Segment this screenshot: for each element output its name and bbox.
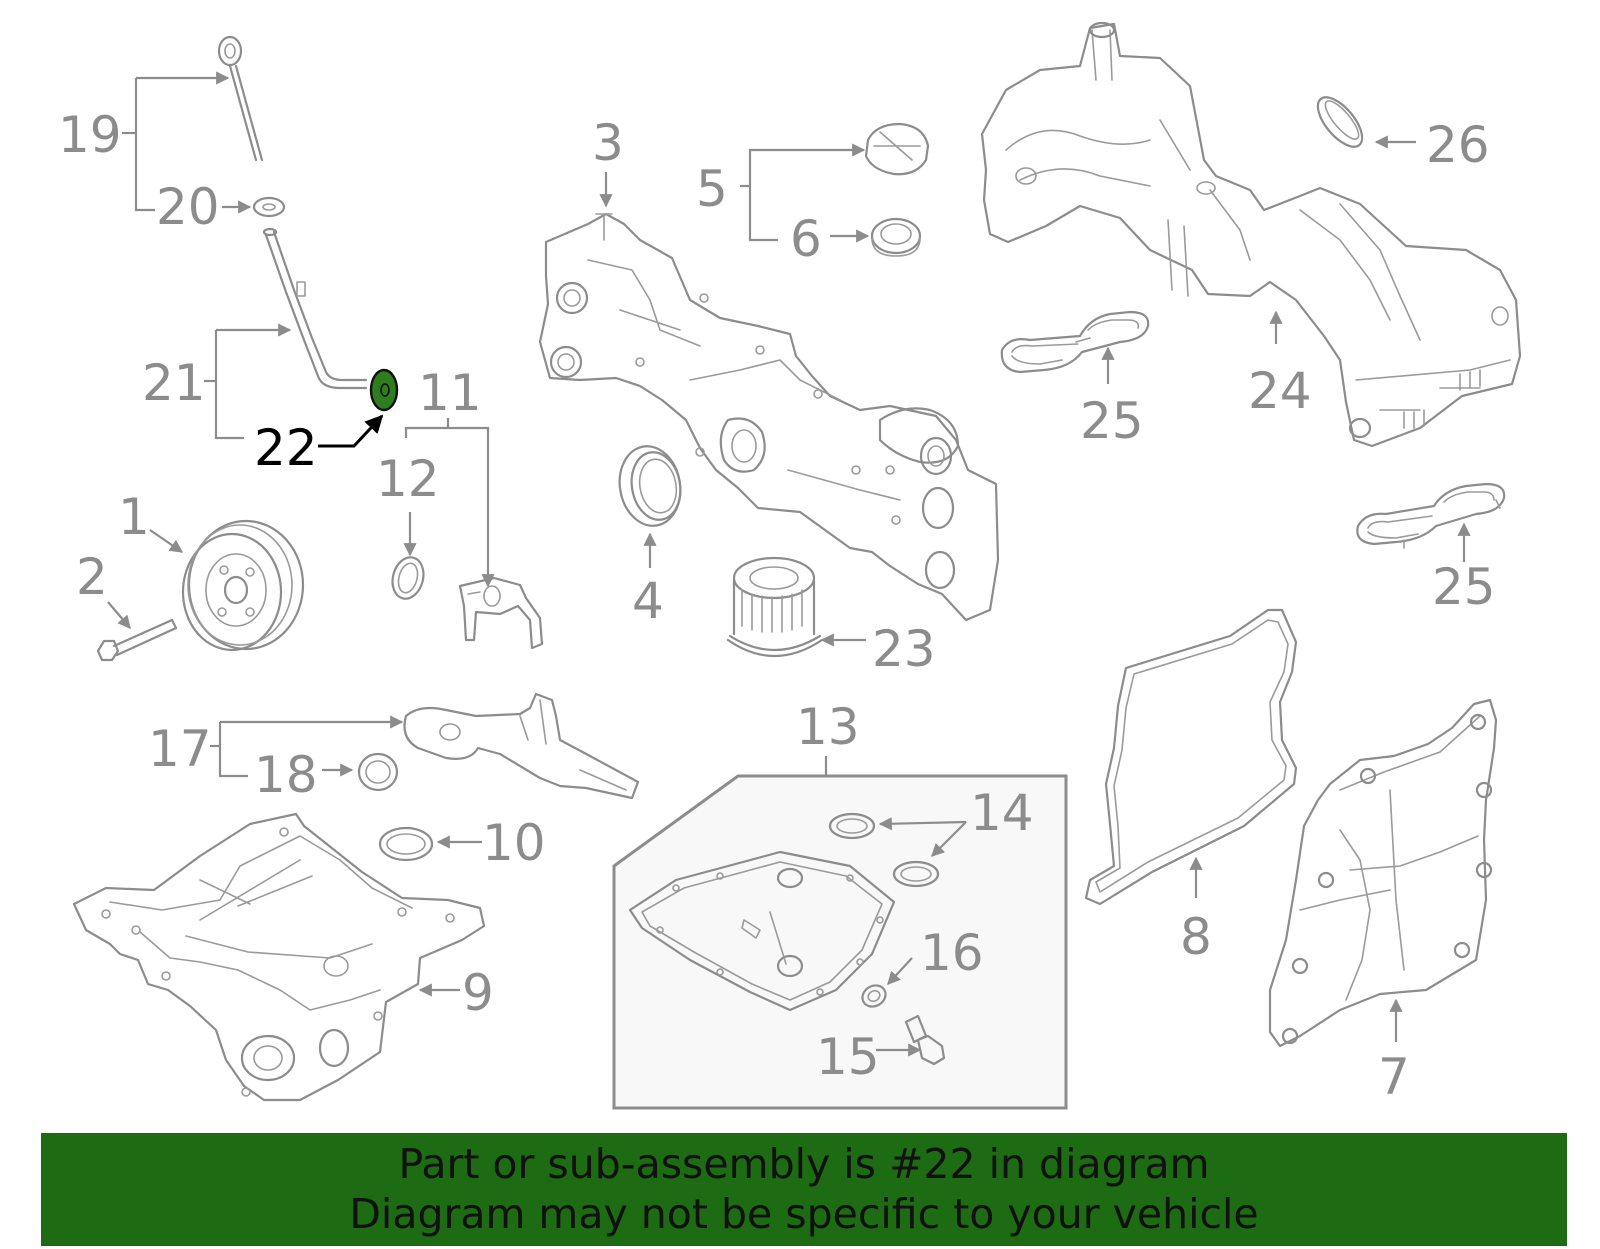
part-5-oil-filler-cap — [864, 122, 930, 176]
callout-12: 12 — [376, 450, 440, 508]
part-11-sensor — [458, 576, 544, 650]
part-20-washer — [252, 196, 286, 218]
part-19-oil-dipstick — [217, 35, 264, 162]
callout-6: 6 — [790, 210, 822, 268]
callout-1-leader — [149, 529, 184, 553]
callout-14-leader — [878, 817, 967, 857]
callout-5: 5 — [696, 160, 728, 218]
part-21-dipstick-tube — [262, 227, 368, 390]
callout-1: 1 — [118, 488, 150, 546]
callout-19-leader — [122, 71, 230, 212]
part-25-intake-gasket-upper — [1000, 310, 1150, 374]
banner-line-2: Diagram may not be specific to your vehi… — [349, 1190, 1259, 1238]
callout-10: 10 — [482, 814, 546, 872]
part-24-intake-manifold — [980, 21, 1522, 448]
callout-26: 26 — [1426, 116, 1490, 174]
callout-8: 8 — [1180, 908, 1212, 966]
callout-15: 15 — [816, 1028, 880, 1086]
callout-20: 20 — [156, 178, 220, 236]
part-12-o-ring — [391, 556, 425, 600]
part-10-gasket — [378, 826, 434, 862]
callout-9: 9 — [462, 964, 494, 1022]
part-14-o-ring-a — [828, 812, 876, 840]
part-17-oil-strainer — [403, 692, 640, 800]
banner-line-1: Part or sub-assembly is #22 in diagram — [398, 1140, 1210, 1188]
part-9-oil-pan-upper — [72, 812, 486, 1102]
callout-11: 11 — [418, 364, 482, 422]
part-14-o-ring-b — [892, 860, 940, 888]
callout-25-upper: 25 — [1080, 392, 1144, 450]
callout-17-leader — [210, 715, 404, 778]
callout-2: 2 — [76, 548, 108, 606]
callout-13: 13 — [796, 698, 860, 756]
part-13-oil-pan — [628, 850, 896, 1012]
part-6-cap-gasket — [870, 217, 922, 257]
callout-7: 7 — [1378, 1048, 1410, 1106]
part-16-washer — [861, 984, 887, 1008]
part-3-timing-cover — [538, 212, 1000, 622]
part-2-bolt — [96, 618, 178, 662]
part-4-oil-seal — [618, 445, 682, 527]
callout-25-lower: 25 — [1432, 558, 1496, 616]
callout-2-leader — [107, 601, 131, 630]
callout-4: 4 — [632, 572, 664, 630]
callout-16-leader — [887, 957, 913, 985]
part-25-intake-gasket-lower — [1356, 482, 1506, 549]
part-23-oil-filter — [726, 556, 824, 657]
callout-17: 17 — [148, 720, 212, 778]
callout-21-leader — [204, 323, 292, 440]
part-7-oil-pan-lower — [1268, 698, 1498, 1048]
callout-22: 22 — [254, 419, 318, 477]
info-banner: Part or sub-assembly is #22 in diagram D… — [41, 1133, 1567, 1246]
part-15-drain-plug — [904, 1014, 946, 1066]
callout-18: 18 — [254, 746, 318, 804]
callout-22-leader — [318, 414, 384, 448]
part-26-seal-ring — [1316, 96, 1364, 148]
callout-24: 24 — [1248, 362, 1312, 420]
callout-21: 21 — [142, 354, 206, 412]
callout-5-leader — [740, 143, 866, 242]
part-1-crankshaft-pulley — [181, 519, 305, 652]
callout-19: 19 — [58, 106, 122, 164]
callout-16: 16 — [920, 924, 984, 982]
callout-11-leader — [404, 418, 495, 588]
part-8-gasket — [1084, 608, 1298, 906]
part-18-o-ring — [357, 752, 399, 792]
callout-23: 23 — [872, 620, 936, 678]
callout-14: 14 — [970, 784, 1034, 842]
callout-3: 3 — [592, 114, 624, 172]
part-22-o-ring-highlighted — [369, 368, 399, 412]
part-13-oil-pan-assembly-box — [612, 774, 1068, 1110]
